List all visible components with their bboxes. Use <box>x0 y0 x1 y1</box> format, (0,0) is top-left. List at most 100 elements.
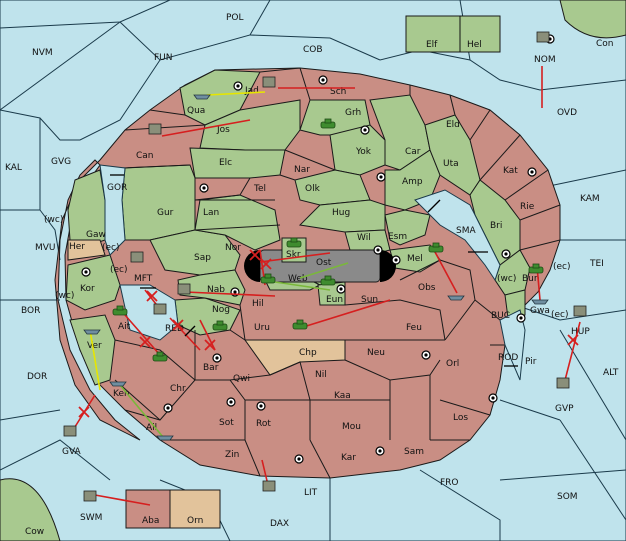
label-kat: Kat <box>503 166 518 176</box>
label-mou: Mou <box>342 422 361 432</box>
label-zin: Zin <box>225 450 239 460</box>
province-aba[interactable] <box>125 489 171 529</box>
label-kor: Kor <box>80 284 95 294</box>
army-unit <box>83 490 97 502</box>
supply-center <box>336 284 346 294</box>
label-orn: Orn <box>187 516 203 526</box>
army-unit <box>212 320 228 331</box>
label-ec4: (ec) <box>551 310 569 320</box>
army-unit <box>536 31 550 43</box>
label-wc1: (wc) <box>44 215 63 225</box>
army-unit <box>573 305 587 317</box>
elf-hel-island[interactable] <box>405 15 501 53</box>
failed-order-mark <box>146 290 158 302</box>
move-arrow <box>161 119 251 137</box>
label-nor: Nor <box>225 243 241 253</box>
label-fro: FRO <box>440 478 459 488</box>
province-gur[interactable] <box>121 164 196 241</box>
province-her[interactable] <box>67 239 106 261</box>
sea-rod-channel <box>499 309 526 381</box>
fleet-unit <box>156 435 174 441</box>
province-orn[interactable] <box>169 489 221 529</box>
label-cow: Cow <box>25 527 44 537</box>
label-pol: POL <box>226 13 244 23</box>
move-arrow <box>124 314 161 356</box>
label-ec2: (ec) <box>110 265 128 275</box>
label-buc: BUC <box>491 311 510 321</box>
label-gaw: Gaw <box>86 230 106 240</box>
label-web: Web <box>288 274 308 284</box>
label-mft: MFT <box>134 274 153 284</box>
label-car: Car <box>405 147 421 157</box>
move-arrow <box>299 299 391 329</box>
label-som: SOM <box>557 492 578 502</box>
army-unit <box>320 118 336 129</box>
fleet-unit <box>109 381 127 387</box>
label-eun: Eun <box>326 295 343 305</box>
label-rod: ROD <box>498 353 518 363</box>
label-dor: DOR <box>27 372 47 382</box>
province-chp[interactable] <box>244 339 346 376</box>
label-elf: Elf <box>426 40 438 50</box>
province-amp[interactable] <box>384 149 441 211</box>
move-arrow <box>562 321 581 389</box>
label-aba: Aba <box>142 516 159 526</box>
failed-order-mark <box>249 249 261 261</box>
label-sot: Sot <box>219 418 234 428</box>
province-ver[interactable] <box>69 314 116 386</box>
label-mel: Mel <box>407 254 423 264</box>
province-esm[interactable] <box>384 209 431 246</box>
label-alt: ALT <box>603 368 619 378</box>
label-sma: SMA <box>456 226 476 236</box>
label-nog: Nog <box>212 305 230 315</box>
move-arrow <box>119 384 164 438</box>
label-orl: Orl <box>446 359 459 369</box>
army-unit <box>292 319 308 330</box>
army-unit <box>320 275 336 286</box>
label-uta: Uta <box>443 159 459 169</box>
army-unit <box>556 377 570 389</box>
label-wc3: (wc) <box>497 274 516 284</box>
label-lan: Lan <box>203 208 219 218</box>
label-wil: Wil <box>357 233 371 243</box>
supply-center <box>391 255 401 265</box>
move-arrow <box>94 494 151 506</box>
province-nor[interactable] <box>194 194 281 251</box>
label-jos: Jos <box>216 125 230 135</box>
province-elc[interactable] <box>189 147 286 179</box>
move-arrow <box>274 281 331 291</box>
label-kar: Kar <box>341 453 356 463</box>
supply-center <box>373 245 383 255</box>
army-unit <box>148 123 162 135</box>
label-hil: Hil <box>252 299 264 309</box>
province-nab[interactable] <box>177 269 246 306</box>
supply-center <box>501 249 511 259</box>
label-kam: KAM <box>580 194 600 204</box>
label-sun: Sun <box>361 295 378 305</box>
label-hel: Hel <box>467 40 482 50</box>
label-eld: Eld <box>446 120 460 130</box>
label-olk: Olk <box>305 184 321 194</box>
label-ken: Ken <box>113 389 130 399</box>
label-feu: Feu <box>406 323 422 333</box>
label-kaa: Kaa <box>334 391 351 401</box>
army-unit <box>262 76 276 88</box>
move-arrow <box>259 252 331 263</box>
label-los: Los <box>453 413 468 423</box>
province-borders <box>114 67 561 479</box>
support-arrow <box>427 199 441 213</box>
label-bun: Bun <box>522 274 540 284</box>
label-gvg: GVG <box>51 157 71 167</box>
failed-order-mark <box>260 258 272 270</box>
move-arrow <box>206 91 266 96</box>
army-unit <box>177 283 191 295</box>
support-arrow <box>184 325 196 337</box>
supply-center <box>318 75 328 85</box>
move-arrow <box>299 262 349 279</box>
supply-center <box>294 454 304 464</box>
label-chr: Chr <box>170 384 186 394</box>
label-elc: Elc <box>219 158 232 168</box>
label-lit: LIT <box>304 488 318 498</box>
supply-center <box>233 81 243 91</box>
